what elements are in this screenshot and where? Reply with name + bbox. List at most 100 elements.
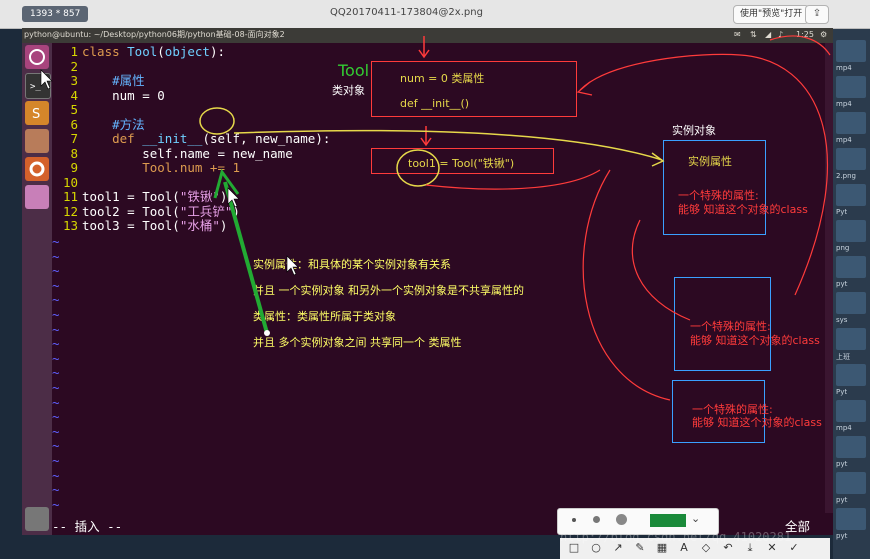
desktop-file-icon[interactable] bbox=[836, 76, 866, 98]
code-token: __init__ bbox=[142, 131, 203, 146]
chevron-down-icon[interactable]: ⌄ bbox=[691, 512, 701, 525]
color-swatch[interactable] bbox=[650, 514, 686, 527]
code-line[interactable]: 8 self.name = new_name bbox=[52, 146, 292, 161]
empty-line-marker: ~ bbox=[52, 409, 60, 425]
desktop-file-icon[interactable] bbox=[836, 112, 866, 134]
vim-status-line: -- 插入 -- 2 全部 bbox=[52, 519, 833, 535]
text-tool-icon[interactable]: A bbox=[680, 541, 688, 554]
instance-box-3 bbox=[672, 380, 765, 443]
pen-tool-icon[interactable]: ✎ bbox=[635, 541, 645, 554]
code-token: ) bbox=[232, 203, 240, 219]
clock[interactable]: 1:25 bbox=[796, 30, 814, 39]
scrollbar[interactable] bbox=[825, 43, 833, 513]
line-number: 1 bbox=[70, 44, 78, 59]
desktop-file-icon[interactable] bbox=[836, 256, 866, 278]
window-title: QQ20170411-173804@2x.png bbox=[330, 7, 483, 18]
ubuntu-top-bar: python@ubuntu: ~/Desktop/python06期/pytho… bbox=[22, 28, 833, 43]
tool-label: Tool bbox=[338, 61, 370, 80]
desktop-file-icon[interactable] bbox=[836, 436, 866, 458]
line-number: 12 bbox=[62, 203, 78, 219]
app-icon[interactable] bbox=[25, 185, 49, 209]
rectangle-tool-icon[interactable]: □ bbox=[568, 541, 580, 554]
large-dot-size[interactable] bbox=[616, 514, 627, 525]
medium-dot-size[interactable] bbox=[593, 516, 600, 523]
line-number: 2 bbox=[70, 58, 78, 74]
code-token: ) bbox=[219, 189, 228, 204]
desktop-file-icon[interactable] bbox=[836, 472, 866, 494]
close-icon[interactable]: ✕ bbox=[767, 541, 777, 554]
desktop-file-icon[interactable] bbox=[836, 220, 866, 242]
code-line[interactable]: 3 #属性 bbox=[52, 73, 144, 88]
arrows-icon[interactable]: ⇅ bbox=[750, 30, 757, 39]
code-token: "工兵铲" bbox=[179, 203, 233, 219]
desktop-file-label: mp4 bbox=[836, 424, 852, 432]
download-icon[interactable]: ⤓ bbox=[747, 541, 753, 554]
code-line[interactable]: 4 num = 0 bbox=[52, 88, 164, 103]
code-line[interactable]: 5 bbox=[52, 102, 82, 117]
code-token: ): bbox=[209, 44, 226, 59]
sublime-text-icon[interactable]: S bbox=[25, 101, 49, 125]
code-token: "水桶" bbox=[179, 218, 220, 233]
desktop-file-label: pyt bbox=[836, 460, 848, 468]
trash-icon[interactable] bbox=[25, 507, 49, 531]
code-line[interactable]: 9 Tool.num += 1 bbox=[52, 160, 240, 175]
special-attr-3a: 一个特殊的属性: bbox=[692, 403, 773, 416]
line-number: 11 bbox=[62, 189, 78, 204]
code-token: tool2 = Tool( bbox=[82, 203, 180, 219]
empty-line-marker: ~ bbox=[52, 423, 60, 439]
desktop-file-icon[interactable] bbox=[836, 508, 866, 530]
ubuntu-launcher: >_ S bbox=[22, 43, 52, 535]
empty-line-marker: ~ bbox=[52, 467, 60, 483]
terminal-icon[interactable]: >_ bbox=[25, 73, 51, 99]
desktop-file-icon[interactable] bbox=[836, 40, 866, 62]
desktop-file-icon[interactable] bbox=[836, 148, 866, 170]
line-number: 7 bbox=[70, 131, 78, 146]
desktop-file-label: pyt bbox=[836, 496, 848, 504]
desktop-file-icon[interactable] bbox=[836, 184, 866, 206]
code-token: class bbox=[82, 44, 128, 59]
wifi-icon[interactable]: ◢ bbox=[765, 30, 772, 39]
desktop-file-label: 2.png bbox=[836, 172, 857, 180]
confirm-icon[interactable]: ✓ bbox=[789, 541, 799, 554]
undo-icon[interactable]: ↶ bbox=[723, 541, 733, 554]
volume-icon[interactable]: ♪ bbox=[778, 30, 784, 39]
line-number: 3 bbox=[70, 73, 78, 88]
code-token: ( bbox=[157, 44, 165, 59]
desktop-file-icon[interactable] bbox=[836, 292, 866, 314]
open-with-preview-button[interactable]: 使用"预览"打开 bbox=[733, 5, 810, 24]
ubuntu-logo-icon[interactable] bbox=[25, 45, 49, 69]
desktop-file-icon[interactable] bbox=[836, 328, 866, 350]
watermark: http://blog.csdn.net/qq_41020281 bbox=[560, 530, 792, 544]
annotation-tools-row: □ ○ ↗ ✎ ▦ A ◇ ↶ ⤓ ✕ ✓ bbox=[560, 538, 830, 559]
empty-line-marker: ~ bbox=[52, 482, 60, 498]
files-icon[interactable] bbox=[25, 129, 49, 153]
desktop-file-label: png bbox=[836, 244, 850, 252]
small-dot-size[interactable] bbox=[572, 518, 576, 522]
arrow-tool-icon[interactable]: ↗ bbox=[613, 541, 623, 554]
envelope-icon[interactable]: ✉ bbox=[734, 30, 741, 39]
settings-icon[interactable] bbox=[25, 157, 49, 181]
line-number: 9 bbox=[70, 160, 78, 175]
ellipse-tool-icon[interactable]: ○ bbox=[591, 541, 601, 554]
code-line[interactable]: 7 def __init__(self, new_name): bbox=[52, 131, 330, 146]
gear-icon[interactable]: ⚙ bbox=[820, 30, 828, 39]
note-class-shared: 并且 多个实例对象之间 共享同一个 类属性 bbox=[253, 336, 462, 349]
share-icon[interactable]: ⇪ bbox=[805, 5, 829, 24]
note-instance-attr: 实例属性：和具体的某个实例对象有关系 bbox=[253, 258, 451, 271]
code-line[interactable]: 6 #方法 bbox=[52, 117, 144, 132]
empty-line-marker: ~ bbox=[52, 307, 60, 322]
desktop-file-icon[interactable] bbox=[836, 364, 866, 386]
desktop-file-icon[interactable] bbox=[836, 400, 866, 422]
eraser-tool-icon[interactable]: ◇ bbox=[701, 541, 711, 554]
line-number: 10 bbox=[62, 174, 78, 190]
desktop-file-label: Pyt bbox=[836, 388, 848, 396]
class-object-label: 类对象 bbox=[332, 84, 365, 97]
code-line[interactable]: 2 bbox=[52, 59, 82, 74]
code-line[interactable]: 10 bbox=[52, 175, 82, 190]
mosaic-tool-icon[interactable]: ▦ bbox=[656, 541, 668, 554]
code-token: tool1 = Tool( bbox=[82, 189, 180, 204]
